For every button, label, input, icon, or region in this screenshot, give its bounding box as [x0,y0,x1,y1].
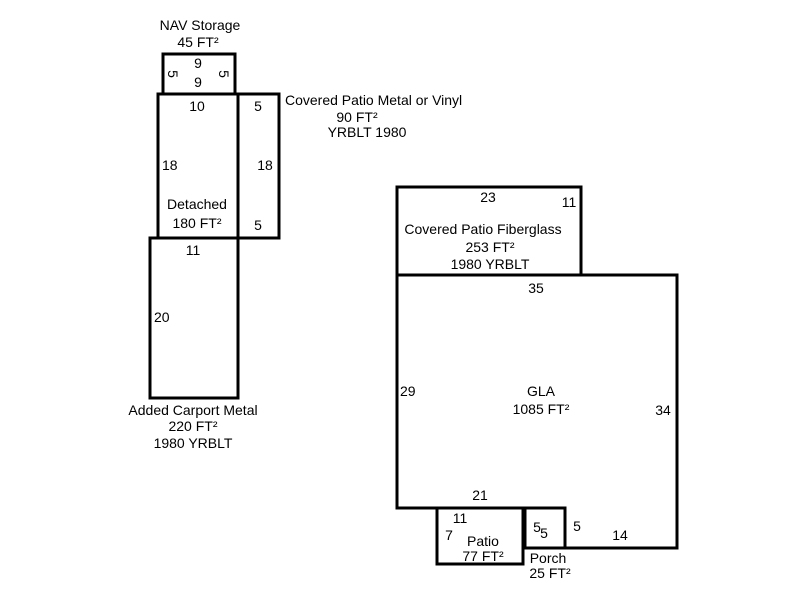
carport-name: Added Carport Metal [128,402,257,418]
covered-patio-metal-name: Covered Patio Metal or Vinyl [285,92,462,108]
patio-name: Patio [467,533,499,549]
covered-patio-metal-year: YRBLT 1980 [328,124,407,140]
dim-label: 23 [480,189,496,205]
carport-outline[interactable] [148,236,240,400]
dim-label: 11 [186,242,201,258]
gla-area: 1085 FT² [513,401,570,417]
nav-storage-area: 45 FT² [177,34,219,50]
dim-label: 18 [162,157,178,173]
covered-patio-fiberglass-name: Covered Patio Fiberglass [404,221,561,237]
covered-patio-fiberglass-year: 1980 YRBLT [451,256,530,272]
detached-name: Detached [167,196,227,212]
carport-area: 220 FT² [168,418,217,434]
porch-name: Porch [530,550,567,566]
dim-label: 11 [453,510,468,526]
covered-patio-metal-outline[interactable] [236,92,281,240]
dim-label: 7 [445,527,453,543]
porch-outline[interactable] [523,506,567,550]
dim-label: 5 [573,518,581,534]
dim-label: 5 [540,525,548,541]
patio-outline[interactable] [435,506,525,566]
patio-area: 77 FT² [462,548,504,564]
covered-patio-metal-area: 90 FT² [336,109,378,125]
dim-label: 11 [562,194,577,210]
dim-label: 5 [533,519,541,535]
covered-patio-fiberglass-area: 253 FT² [465,239,514,255]
dim-label: 10 [189,98,205,114]
dim-label: 5 [254,98,262,114]
dim-label: 20 [154,309,170,325]
dim-label: 9 [194,55,202,71]
dim-label: 21 [472,487,488,503]
dim-label: 5 [165,70,181,78]
dim-label: 9 [194,74,202,90]
dim-label: 5 [216,70,232,78]
dim-label: 34 [655,402,671,418]
dim-label: 14 [612,527,628,543]
dim-label: 18 [257,157,273,173]
dim-label: 35 [528,280,544,296]
porch-area: 25 FT² [529,565,571,581]
dim-label: 29 [400,383,416,399]
gla-name: GLA [527,383,556,399]
detached-area: 180 FT² [172,215,221,231]
carport-year: 1980 YRBLT [154,435,233,451]
dim-label: 5 [254,217,262,233]
nav-storage-name: NAV Storage [160,17,241,33]
